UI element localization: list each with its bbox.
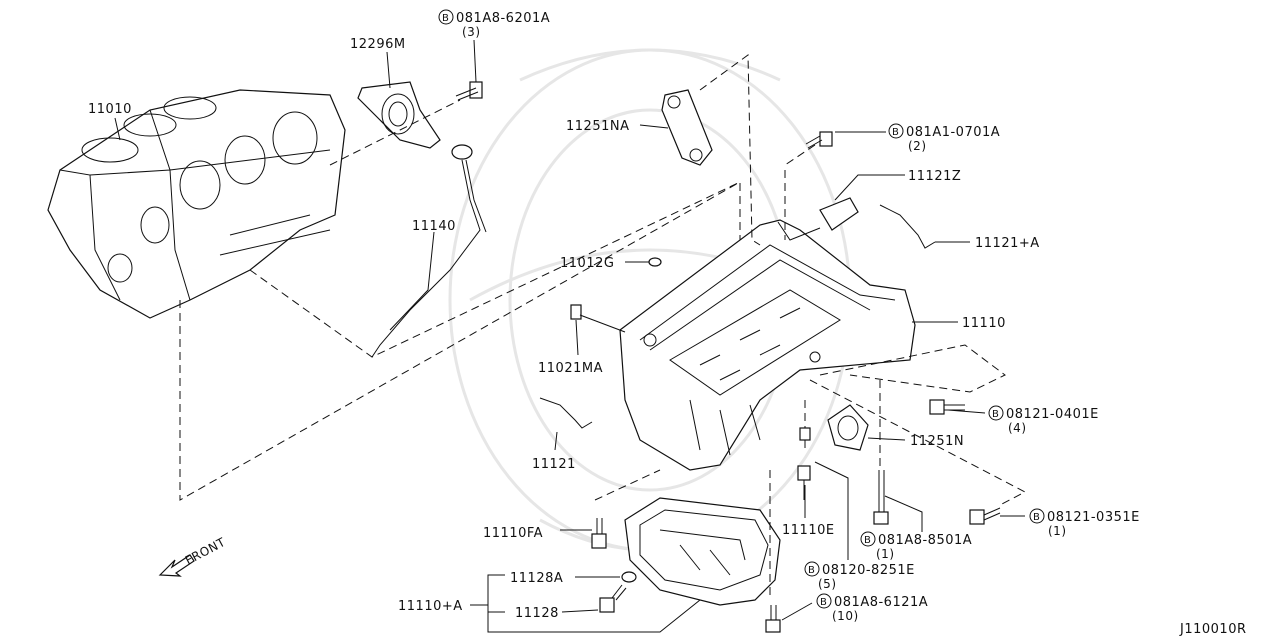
bolt-symbol-letter: B	[864, 535, 871, 546]
cover-11251N-drawing	[827, 404, 869, 451]
bolt-symbol-letter: B	[1033, 512, 1040, 523]
bolt-symbol-icon	[804, 561, 820, 577]
upper-oil-pan-drawing	[619, 197, 916, 471]
bolt-symbol-icon	[816, 593, 832, 609]
bolt-symbol-letter: B	[892, 127, 899, 138]
bolt-symbol-icon	[988, 405, 1004, 421]
label-081A1-0701A: 081A1-0701A	[906, 125, 1000, 140]
front-arrow-icon	[158, 554, 195, 577]
label-11010: 11010	[88, 102, 132, 117]
bolt-symbol-icon	[888, 123, 904, 139]
qty-08121-0401E: (4)	[1008, 421, 1027, 435]
label-11110: 11110	[962, 316, 1006, 331]
label-081A8-6121A: 081A8-6121A	[834, 595, 928, 610]
bracket-11251NA-drawing	[661, 89, 713, 166]
bolt-symbol-letter: B	[442, 13, 449, 24]
label-11251N: 11251N	[910, 434, 964, 449]
oil-level-gauge-drawing	[371, 144, 487, 358]
label-11140: 11140	[412, 219, 456, 234]
part-labels: 11010 12296M B 081A8-6201A (3) 11140 112…	[88, 9, 1247, 637]
label-08121-0351E: 08121-0351E	[1047, 510, 1140, 525]
cylinder-block-drawing	[47, 89, 346, 319]
dowel-11021MA-drawing	[570, 304, 582, 320]
baffle-11121-drawing	[539, 397, 593, 429]
rear-oil-seal-drawing	[357, 81, 441, 149]
label-11251NA: 11251NA	[566, 119, 629, 134]
label-081A8-6201A: 081A8-6201A	[456, 11, 550, 26]
label-11128A: 11128A	[510, 571, 563, 586]
bolt-6201A-drawing	[455, 81, 483, 101]
leader-lines	[114, 39, 1025, 633]
gasket-11012G-drawing	[648, 257, 662, 267]
bolt-symbol-letter: B	[820, 597, 827, 608]
label-11021MA: 11021MA	[538, 361, 603, 376]
label-08121-0401E: 08121-0401E	[1006, 407, 1099, 422]
qty-081A1-0701A: (2)	[908, 139, 927, 153]
qty-081A8-8501A: (1)	[876, 547, 895, 561]
diagram-id: J110010R	[1179, 622, 1247, 637]
bolts-drawings	[591, 131, 1001, 633]
label-11110FA: 11110FA	[483, 526, 543, 541]
label-11121Z: 11121Z	[908, 169, 961, 184]
label-11121A: 11121+A	[975, 236, 1040, 251]
bolt-symbol-icon	[438, 9, 454, 25]
qty-081A8-6201A: (3)	[462, 25, 481, 39]
bolt-symbol-icon	[1029, 508, 1045, 524]
label-11110A: 11110+A	[398, 599, 463, 614]
assembly-dashed-lines	[179, 54, 1027, 600]
bolt-symbol-letter: B	[992, 409, 999, 420]
label-11128: 11128	[515, 606, 559, 621]
label-11121: 11121	[532, 457, 576, 472]
qty-08121-0351E: (1)	[1048, 524, 1067, 538]
bolt-symbol-letter: B	[808, 565, 815, 576]
qty-081A8-6121A: (10)	[832, 609, 859, 623]
label-08120-8251E: 08120-8251E	[822, 563, 915, 578]
bolt-symbol-icon	[860, 531, 876, 547]
label-11110E: 11110E	[782, 523, 835, 538]
label-081A8-8501A: 081A8-8501A	[878, 533, 972, 548]
lower-oil-pan-drawing	[624, 497, 781, 606]
label-11012G: 11012G	[560, 256, 614, 271]
front-label: FRONT	[183, 535, 228, 568]
label-12296M: 12296M	[350, 37, 406, 52]
baffle-11121A-drawing	[879, 204, 936, 249]
qty-08120-8251E: (5)	[818, 577, 837, 591]
